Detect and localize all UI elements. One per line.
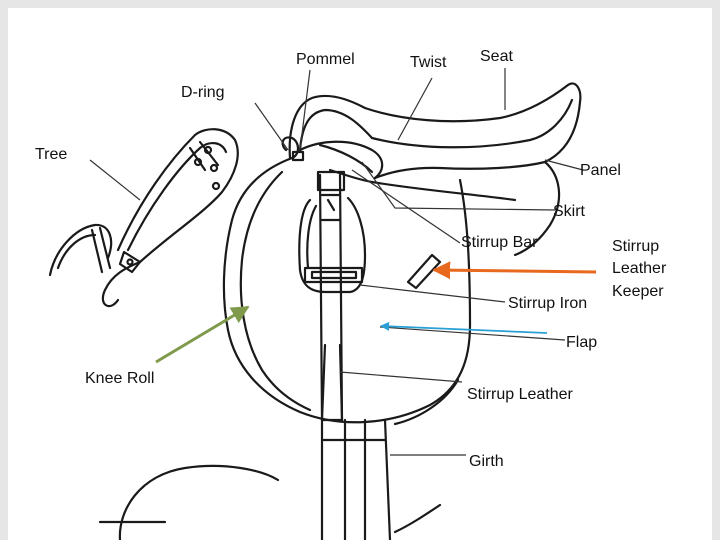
stirrup-bar-leader [351,169,461,244]
stirrup-iron-leader [359,284,506,303]
label-stirrup-leather-keeper-line3: Keeper [612,282,664,300]
stirrup-leather-leader [339,371,463,383]
label-tree: Tree [35,146,68,163]
twist-leader [397,77,433,141]
tree-leader [89,159,141,201]
tree-drawing [48,128,239,308]
flap-leader [379,326,566,341]
label-stirrup-leather-keeper-line1: Stirrup [612,238,660,255]
label-stirrup-leather: Stirrup Leather [467,386,573,403]
panel-drawing [328,160,561,257]
label-twist: Twist [410,54,447,71]
leader-lines [89,68,584,456]
pommel-leader [299,69,311,151]
label-knee-roll: Knee Roll [85,370,155,387]
label-stirrup-leather-keeper-line2: Leather [612,260,667,278]
label-stirrup-bar: Stirrup Bar [461,234,538,251]
girth-drawing [320,418,442,540]
label-d-ring: D-ring [181,84,225,101]
green-arrow [155,305,250,364]
label-seat: Seat [480,48,513,65]
panel-leader [544,159,584,171]
orange-arrow [432,261,597,280]
saddle-seat-drawing [281,82,582,180]
label-flap: Flap [566,334,598,351]
blue-arrow [380,321,548,334]
d-ring-leader [254,102,289,151]
bottom-pieces-drawing [98,464,280,540]
label-pommel: Pommel [296,51,355,68]
label-stirrup-leather-keeper: Stirrup Leather Keeper [612,236,666,303]
skirt-leader [361,161,556,211]
slide-background [8,8,712,540]
label-stirrup-iron: Stirrup Iron [508,295,588,312]
stirrup-drawing [298,170,367,422]
label-skirt: Skirt [553,203,585,220]
label-girth: Girth [469,453,504,470]
label-panel: Panel [580,162,621,179]
